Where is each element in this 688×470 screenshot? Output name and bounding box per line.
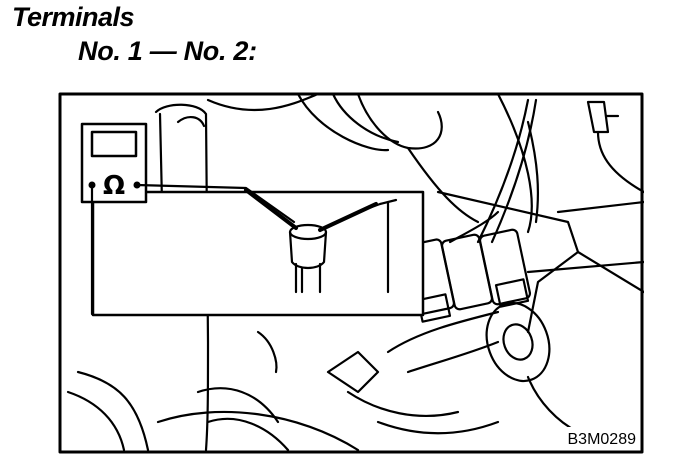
probe-tip-right: [318, 202, 378, 232]
probe-tip-left: [244, 188, 298, 230]
ohmmeter-connector-illustration: Ω B3M0289: [58, 92, 644, 454]
test-lead-right: [135, 183, 296, 224]
figure-code: B3M0289: [568, 431, 637, 448]
figure-frame: [58, 92, 644, 454]
probe-inset-box: [91, 190, 425, 317]
ohm-symbol: Ω: [103, 171, 125, 201]
ohmmeter-display: [90, 130, 138, 158]
section-title: Terminals: [12, 2, 135, 32]
terminal-pair-label: No. 1 — No. 2:: [78, 36, 257, 66]
connector-under-test: [288, 223, 328, 294]
engine-bay-sketch: [66, 92, 644, 452]
